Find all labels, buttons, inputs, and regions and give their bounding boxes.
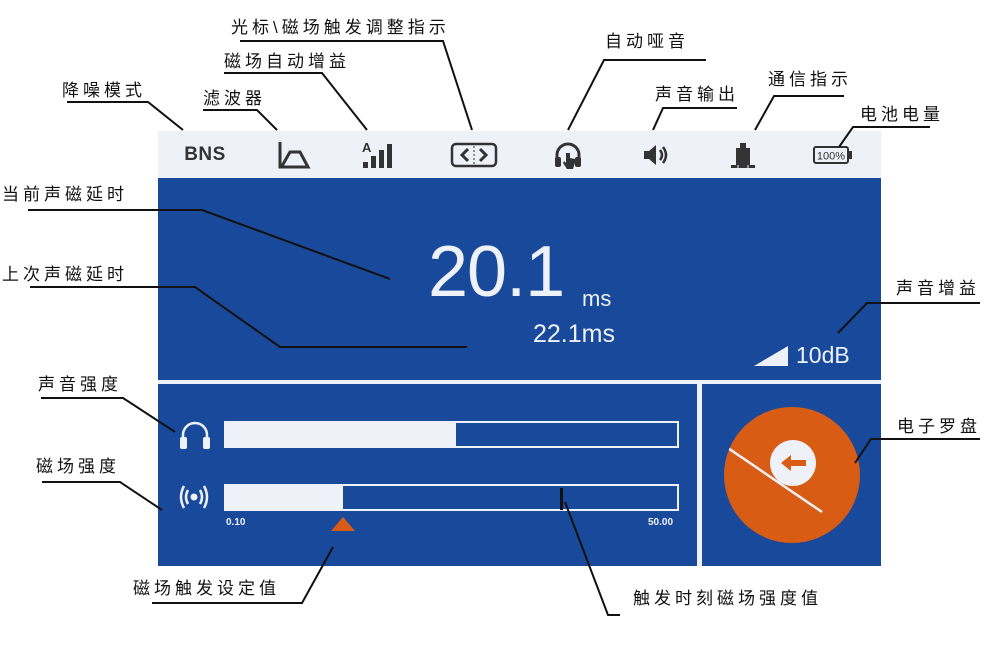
delay-panel: 20.1 ms 22.1ms 10dB <box>158 178 881 380</box>
intensity-meters-panel: 0.10 50.00 <box>158 384 697 566</box>
scale-min-label: 0.10 <box>226 517 246 528</box>
callout-mag-intensity: 磁场强度 <box>36 457 120 476</box>
callout-mag-auto-gain: 磁场自动增益 <box>224 52 350 71</box>
auto-gain-signal-icon: A <box>353 131 403 178</box>
callout-filter: 滤波器 <box>203 89 266 108</box>
callout-sound-intensity: 声音强度 <box>38 375 122 394</box>
trigger-intensity-marker <box>559 488 563 510</box>
sound-intensity-bar <box>224 421 679 448</box>
callout-noise-mode: 降噪模式 <box>62 81 146 100</box>
device-screen: BNS A <box>158 131 881 566</box>
compass-panel <box>702 384 881 566</box>
callout-battery-level: 电池电量 <box>860 105 944 124</box>
callout-sound-gain: 声音增益 <box>896 279 980 298</box>
sound-gain-indicator: 10dB <box>754 342 850 369</box>
previous-delay-value: 22.1ms <box>533 320 615 348</box>
auto-gain-letter: A <box>362 140 372 155</box>
gain-ramp-icon <box>754 345 788 366</box>
callout-comm-indicator: 通信指示 <box>768 70 852 89</box>
callout-compass: 电子罗盘 <box>897 417 981 436</box>
callout-sound-output: 声音输出 <box>655 85 739 104</box>
callout-current-delay: 当前声磁延时 <box>2 185 128 204</box>
current-delay-unit: ms <box>582 286 612 311</box>
cursor-adjust-icon[interactable] <box>446 131 502 178</box>
sound-gain-value: 10dB <box>796 342 850 368</box>
magnetic-intensity-bar <box>224 484 679 511</box>
noise-mode-label: BNS <box>184 143 226 165</box>
comm-indicator-icon <box>720 131 765 178</box>
compass-arrow-left-icon <box>781 455 806 471</box>
scale-max-label: 50.00 <box>648 517 674 528</box>
battery-label: 100% <box>817 150 845 162</box>
filter-icon <box>268 131 318 178</box>
callout-trigger-mag-value: 触发时刻磁场强度值 <box>633 589 822 608</box>
headphone-icon <box>178 419 212 456</box>
magnetic-intensity-fill <box>226 486 344 509</box>
callout-cursor-trigger-adjust: 光标\磁场触发调整指示 <box>231 18 450 37</box>
battery-icon: 100% <box>808 131 858 178</box>
current-delay-value: 20.1 <box>428 232 565 312</box>
trigger-setpoint-arrow-icon[interactable] <box>331 517 355 536</box>
sound-intensity-fill <box>226 423 456 446</box>
callout-mag-trigger-setpoint: 磁场触发设定值 <box>133 579 280 598</box>
auto-mute-headphone-icon <box>543 131 593 178</box>
speaker-icon <box>633 131 678 178</box>
noise-mode-indicator: BNS <box>172 131 238 178</box>
magnetic-signal-icon <box>176 481 212 518</box>
status-bar: BNS A <box>158 131 881 178</box>
callout-previous-delay: 上次声磁延时 <box>2 265 128 284</box>
compass-dial <box>724 407 860 543</box>
callout-auto-mute: 自动哑音 <box>605 32 689 51</box>
